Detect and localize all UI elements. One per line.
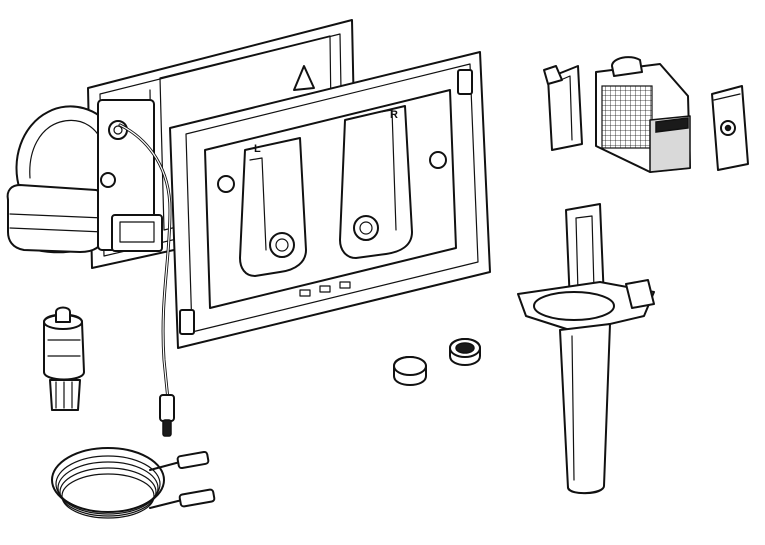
bracket (711, 85, 749, 171)
valve-connector (43, 306, 85, 411)
coiled-extension-cable (51, 447, 216, 519)
filter-insertion-tool (517, 203, 655, 495)
control-cable (118, 123, 175, 437)
control-unit-housing (6, 99, 163, 254)
cover-cap-1 (393, 356, 427, 386)
actuator-frame: L R (169, 51, 491, 349)
frame-label-right: R (390, 109, 398, 121)
frame-label-left: L (254, 143, 261, 155)
mounting-clip (543, 65, 583, 151)
cover-cap-2 (449, 338, 481, 366)
filter-cartridge (595, 56, 691, 173)
